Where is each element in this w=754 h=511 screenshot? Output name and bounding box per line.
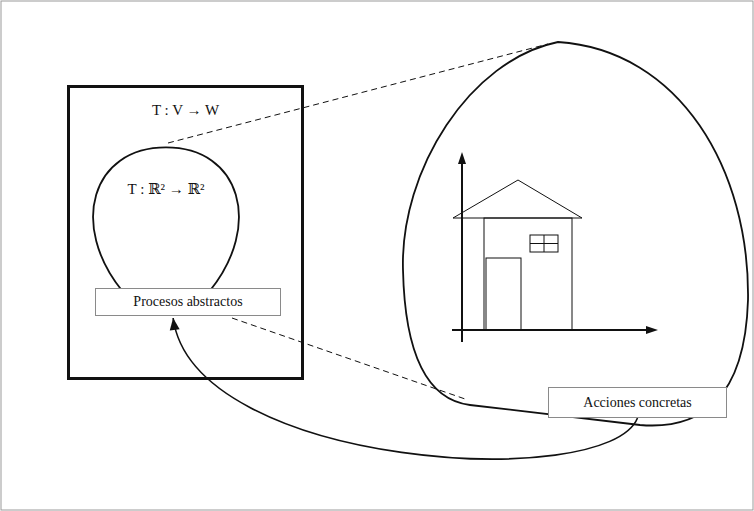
loop-shape: T : ℝ² → ℝ² [88, 146, 244, 291]
box-label: Procesos abstractos [133, 294, 242, 310]
loop-outline [88, 146, 244, 291]
arrow-head [170, 318, 180, 331]
math-label: T : ℝ² → ℝ² [88, 180, 244, 198]
process-box: Acciones concretas [548, 387, 727, 418]
loop-path [93, 147, 239, 291]
zoom-line [168, 44, 548, 143]
zoom-blob [403, 42, 748, 426]
zoom-line [232, 318, 468, 400]
math-label: T : V → W [70, 102, 301, 119]
box-label: Acciones concretas [583, 395, 691, 411]
process-box: Procesos abstractos [95, 288, 281, 316]
outer-frame: T : V → W T : ℝ² → ℝ² Procesos abstractos [67, 85, 304, 380]
house-drawing [452, 152, 658, 342]
